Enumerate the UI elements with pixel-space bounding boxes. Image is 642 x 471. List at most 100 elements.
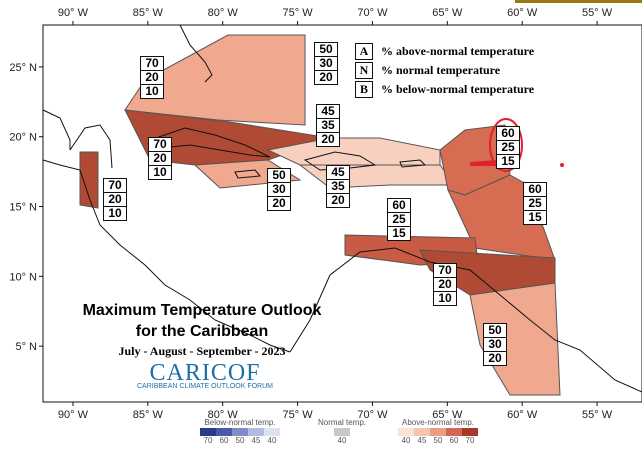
colorbar-swatch (216, 428, 232, 436)
colorbar-labels: 40 (318, 436, 366, 445)
colorbar-normal: Normal temp. 40 (318, 418, 366, 445)
lon-tick-label: 60° W (507, 409, 538, 421)
colorbar-label: 60 (219, 436, 229, 445)
colorbar-swatch (334, 428, 350, 436)
colorbar-label: 40 (337, 436, 347, 445)
lon-tick-label: 60° W (507, 7, 538, 19)
colorbar-title: Below-normal temp. (204, 418, 276, 427)
logo-tagline: CARIBBEAN CLIMATE OUTLOOK FORUM (137, 383, 273, 390)
key-text: % below-normal temperature (381, 82, 535, 96)
highlight-circle (489, 118, 523, 172)
above-value: 50 (315, 43, 337, 57)
title-line-1: Maximum Temperature Outlook (82, 302, 322, 319)
yucatan-outline (69, 124, 113, 169)
key-letter: N (355, 62, 373, 79)
title-line-2: for the Caribbean (135, 323, 269, 340)
lon-tick-label: 90° W (58, 409, 89, 421)
colorbar-swatches (200, 428, 280, 436)
below-value: 20 (331, 193, 345, 207)
key-letter: A (355, 43, 373, 60)
colorbar-swatch (248, 428, 264, 436)
key-row-below: B % below-normal temperature (355, 80, 534, 99)
above-value: 50 (268, 169, 290, 183)
key-text: % above-normal temperature (381, 44, 535, 58)
colorbar-swatch (446, 428, 462, 436)
normal-value: 35 (317, 119, 339, 133)
colorbar-label: 40 (401, 436, 411, 445)
colorbar-swatch (264, 428, 280, 436)
normal-value: 35 (327, 180, 349, 194)
below-value: 10 (145, 84, 159, 98)
colorbar-swatch (430, 428, 446, 436)
above-value: 70 (104, 179, 126, 193)
lat-tick-label: 15° N (9, 202, 37, 214)
normal-value: 25 (497, 141, 519, 155)
colorbar-label: 70 (465, 436, 475, 445)
logo-wordmark: CARICOF (149, 360, 261, 386)
central-america-outline (42, 159, 291, 353)
colorbar-title: Above-normal temp. (401, 418, 475, 427)
left-axis: 25° N20° N15° N10° N5° N (9, 62, 43, 353)
colorbar-label: 40 (267, 436, 277, 445)
lon-tick-label: 75° W (283, 409, 314, 421)
map-title: Maximum Temperature Outlook for the Cari… (62, 300, 342, 359)
above-value: 70 (434, 264, 456, 278)
forecast-period: July - August - September - 2023 (118, 344, 286, 358)
above-value: 60 (388, 199, 410, 213)
lon-tick-label: 80° W (208, 409, 239, 421)
highlight-dot (560, 163, 564, 167)
key-letter: B (355, 81, 373, 98)
lon-tick-label: 75° W (283, 7, 314, 19)
above-value: 45 (327, 166, 349, 180)
below-value: 20 (272, 196, 286, 210)
colorbar-swatches (398, 428, 478, 436)
colorbar-label: 45 (251, 436, 261, 445)
below-value: 10 (108, 206, 122, 220)
puerto-rico-outline (399, 159, 427, 168)
lon-tick-label: 65° W (432, 409, 463, 421)
below-value: 20 (319, 70, 333, 84)
category-key: A % above-normal temperature N % normal te… (355, 42, 534, 99)
caricof-logo: CARICOF CARIBBEAN CLIMATE OUTLOOK FORUM (130, 360, 280, 390)
normal-value: 25 (524, 197, 546, 211)
above-value: 60 (524, 183, 546, 197)
below-value: 10 (438, 291, 452, 305)
mexico-outline (42, 109, 71, 150)
lon-tick-label: 90° W (58, 7, 89, 19)
normal-value: 30 (484, 338, 506, 352)
normal-value: 20 (104, 193, 126, 207)
lon-tick-label: 55° W (582, 7, 613, 19)
key-text: % normal temperature (381, 63, 501, 77)
above-value: 70 (149, 138, 171, 152)
header-bar (515, 0, 642, 3)
above-value: 60 (497, 127, 519, 141)
normal-value: 30 (268, 183, 290, 197)
lat-tick-label: 5° N (15, 341, 37, 353)
lon-tick-label: 70° W (357, 409, 388, 421)
south-america-outline (289, 247, 642, 393)
normal-value: 25 (388, 213, 410, 227)
region-belize (79, 151, 99, 209)
hispaniola-outline (303, 151, 377, 171)
colorbar-swatch (414, 428, 430, 436)
below-value: 15 (501, 154, 515, 168)
colorbar-swatch (462, 428, 478, 436)
lon-tick-label: 70° W (357, 7, 388, 19)
colorbar-label: 50 (433, 436, 443, 445)
below-value: 15 (392, 226, 406, 240)
lon-tick-label: 85° W (133, 409, 164, 421)
colorbar-label: 50 (235, 436, 245, 445)
